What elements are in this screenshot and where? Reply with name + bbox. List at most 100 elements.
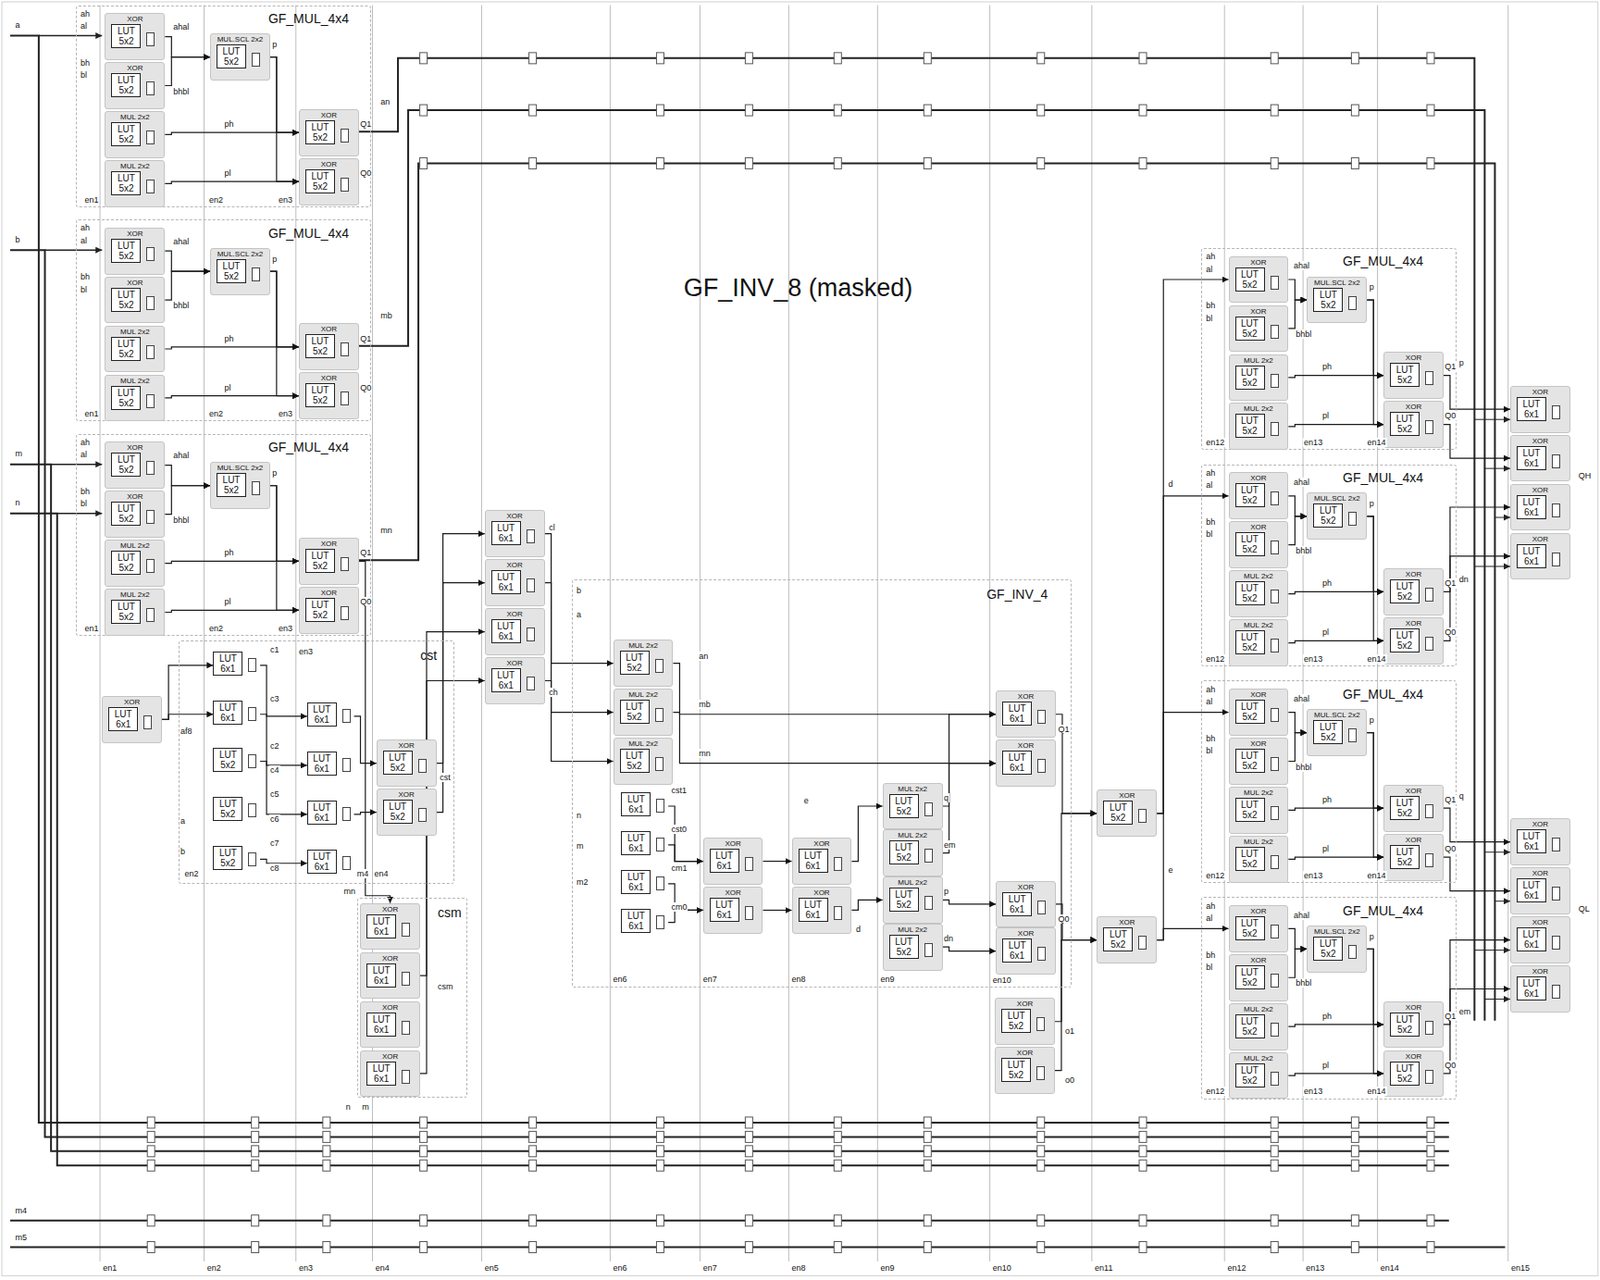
enable-line [295, 5, 297, 1262]
lut-label: LUT 6x1 [491, 520, 521, 546]
signal-label: p [1368, 282, 1376, 292]
signal-label: Q0 [359, 596, 373, 607]
wire-connector [1054, 940, 1097, 1071]
register [744, 1130, 753, 1142]
register [656, 915, 665, 930]
lut-block: XORLUT 6x1 [1510, 533, 1571, 581]
wire-connector [672, 712, 996, 764]
register [1425, 636, 1434, 651]
signal-label: ahal [1292, 910, 1311, 920]
wire-connector [260, 858, 308, 863]
signal-label: bhbl [1294, 329, 1313, 339]
register [656, 837, 665, 852]
register [1270, 1130, 1278, 1142]
lut-block: MUL 2x2LUT 5x2 [882, 782, 943, 831]
register [744, 52, 753, 64]
block-header: MUL 2x2 [883, 784, 943, 794]
signal-label: en1 [83, 409, 100, 419]
signal-label: dn [942, 933, 955, 943]
register [322, 1145, 331, 1157]
lut-label: LUT 5x2 [1235, 748, 1266, 773]
signal-label: e [1166, 865, 1174, 875]
signal-label: en6 [612, 1263, 629, 1273]
lut-label: LUT 5x2 [1001, 1057, 1031, 1082]
lut-block: XORLUT 5x2 [994, 1046, 1055, 1094]
lut-label: LUT 5x2 [1235, 1063, 1266, 1088]
signal-label: Q0 [359, 168, 373, 178]
wire-connector [1288, 928, 1307, 949]
register [529, 1240, 537, 1253]
signal-label: en13 [1302, 870, 1324, 881]
signal-label: en5 [483, 1263, 500, 1273]
bus-wire [38, 35, 102, 38]
lut-block: XORLUT 6x1 [995, 927, 1056, 975]
signal-label: en3 [297, 646, 314, 657]
wire-connector [1366, 516, 1384, 642]
lut-label: LUT 5x2 [1235, 630, 1266, 655]
register [401, 971, 410, 986]
lut-label: LUT 5x2 [305, 334, 335, 359]
signal-label: af8 [179, 726, 194, 736]
register [1037, 157, 1045, 169]
signal-label: Q0 [1056, 914, 1070, 924]
register [1270, 973, 1279, 988]
lut-block: MUL.SCL 2x2LUT 5x2 [210, 33, 271, 81]
block-header: XOR [105, 492, 164, 501]
module-title: GF_MUL_4x4 [268, 225, 349, 241]
block-header: XOR [299, 160, 359, 169]
lut-block: XORLUT 6x1 [1510, 483, 1571, 532]
lut-block: XORLUT 5x2 [298, 158, 360, 206]
block-header: MUL.SCL 2x2 [210, 35, 270, 44]
register [833, 157, 842, 169]
signal-label: p [271, 39, 278, 50]
bus-wire [10, 249, 1450, 1137]
register [340, 177, 349, 192]
lut-label: LUT 6x1 [307, 800, 337, 825]
module-title: GF_INV_4 [986, 586, 1048, 602]
wire-connector [1288, 1073, 1384, 1076]
block-header: XOR [995, 999, 1055, 1008]
lut-block: XORLUT 6x1 [792, 886, 853, 934]
register [744, 157, 753, 169]
lut-block: XORLUT 6x1 [484, 558, 546, 607]
lut-cell: LUT 5x2 [212, 794, 261, 826]
lut-block: XORLUT 6x1 [995, 880, 1056, 929]
register [924, 848, 933, 863]
register [833, 856, 843, 871]
block-header: MUL 2x2 [1229, 620, 1289, 630]
lut-block: XORLUT 5x2 [1096, 916, 1157, 964]
lut-block: MUL 2x2LUT 5x2 [1228, 619, 1290, 667]
lut-label: LUT 5x2 [111, 336, 141, 361]
block-header: XOR [1511, 534, 1570, 544]
lut-label: LUT 5x2 [889, 840, 919, 865]
signal-label: pl [223, 596, 232, 607]
block-header: XOR [299, 588, 359, 597]
register [340, 391, 349, 406]
bus-wire [1484, 998, 1511, 1000]
block-header: XOR [102, 697, 162, 707]
lut-label: LUT 5x2 [1235, 1014, 1266, 1039]
lut-label: LUT 5x2 [1313, 719, 1343, 745]
signal-label: c6 [269, 814, 281, 824]
register [1270, 1022, 1279, 1037]
lut-block: MUL 2x2LUT 5x2 [104, 111, 165, 159]
wire-connector [942, 763, 997, 854]
enable-line [877, 5, 879, 1262]
lut-cell: LUT 6x1 [307, 847, 355, 879]
register [251, 481, 261, 496]
lut-label: LUT 6x1 [1516, 878, 1547, 903]
lut-label: LUT 6x1 [620, 908, 651, 933]
wire-connector [1443, 988, 1511, 1073]
signal-label: bl [79, 285, 88, 295]
register [526, 627, 535, 642]
signal-label: en11 [1093, 1263, 1114, 1273]
lut-label: LUT 6x1 [1002, 750, 1032, 775]
bus-wire [1484, 851, 1511, 853]
wire-connector [1288, 496, 1307, 517]
register [656, 104, 664, 116]
signal-label: cst [438, 772, 452, 782]
register [1037, 900, 1046, 915]
signal-label: bl [1204, 313, 1214, 323]
wire-connector [164, 250, 211, 272]
signal-label: en10 [992, 975, 1013, 985]
